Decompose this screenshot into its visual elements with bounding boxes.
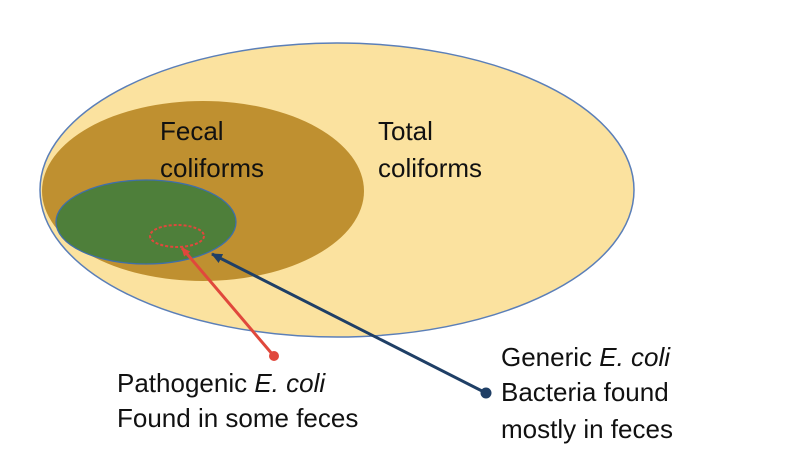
pathogenic-annotation: Pathogenic E. coli Found in some feces	[117, 368, 358, 433]
total-label: Total coliforms	[378, 116, 482, 183]
fecal-label-line1: Fecal	[160, 116, 224, 146]
generic-prefix: Generic	[501, 342, 599, 372]
generic-arrow-line	[211, 252, 485, 394]
pathogenic-annotation-line2: Found in some feces	[117, 403, 358, 433]
generic-annotation-line1: Generic E. coli	[501, 342, 671, 372]
total-label-line1: Total	[378, 116, 433, 146]
generic-ecoli-ellipse	[56, 180, 236, 264]
fecal-label: Fecal coliforms	[160, 116, 264, 183]
generic-arrow-dot	[480, 387, 492, 399]
generic-annotation-line2: Bacteria found	[501, 377, 669, 407]
total-label-line2: coliforms	[378, 153, 482, 183]
generic-ecoli-outline	[55, 179, 237, 265]
pathogenic-italic: E. coli	[254, 368, 326, 398]
pathogenic-annotation-line1: Pathogenic E. coli	[117, 368, 326, 398]
pathogenic-ecoli-ellipse	[149, 224, 205, 248]
generic-annotation-line3: mostly in feces	[501, 414, 673, 444]
pathogenic-arrow-dot	[269, 351, 279, 361]
generic-annotation: Generic E. coli Bacteria found mostly in…	[501, 342, 677, 444]
pathogenic-arrow-line	[180, 247, 275, 356]
total-coliforms-outline	[39, 42, 635, 338]
pathogenic-prefix: Pathogenic	[117, 368, 254, 398]
fecal-label-line2: coliforms	[160, 153, 264, 183]
generic-italic: E. coli	[599, 342, 671, 372]
